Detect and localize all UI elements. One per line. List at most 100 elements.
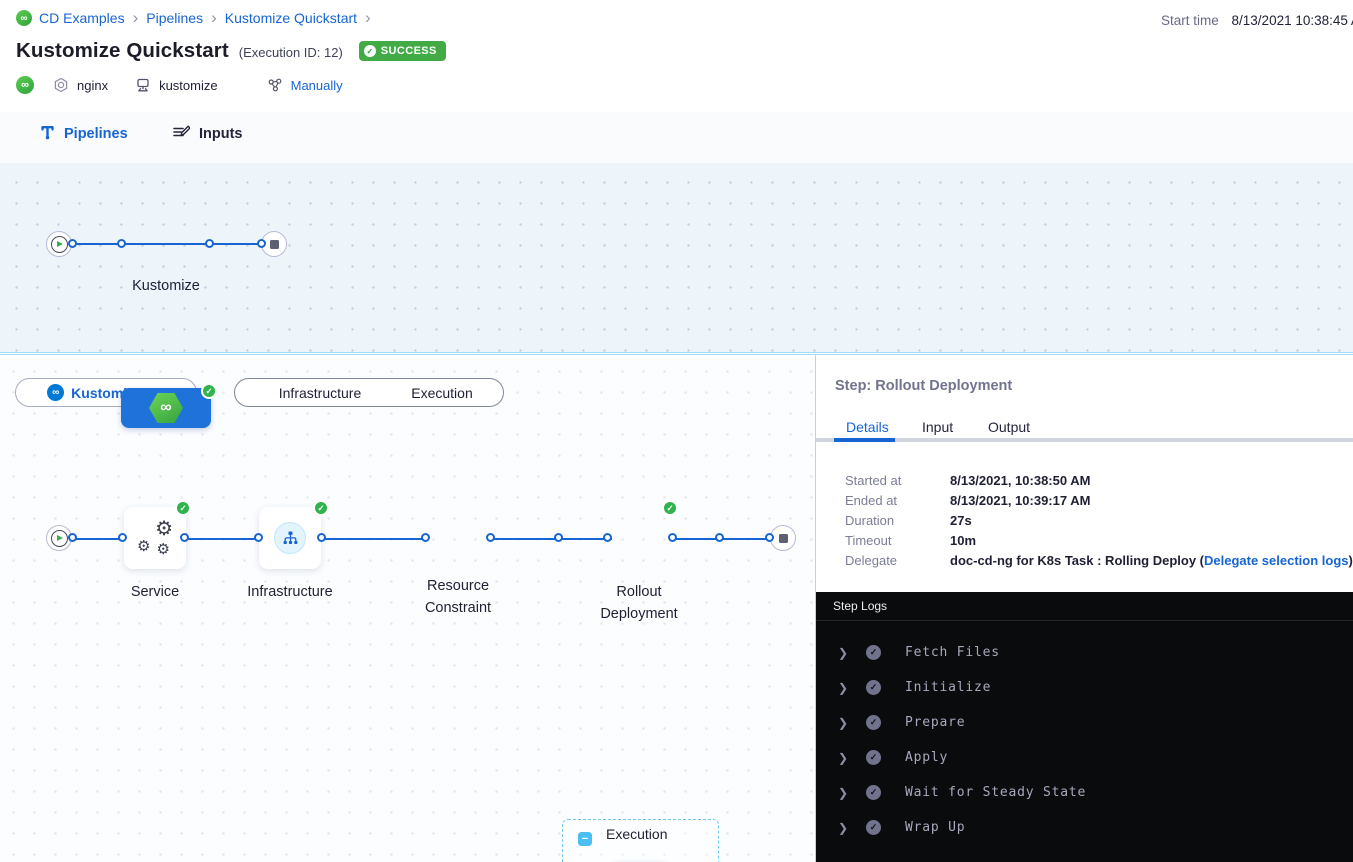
connector-dot <box>68 239 77 248</box>
execution-group-label: Execution <box>606 826 668 842</box>
connector-dot <box>254 533 263 542</box>
tab-inputs-label: Inputs <box>199 126 243 142</box>
success-check-icon: ✓ <box>175 500 191 516</box>
delegate-selection-logs-link[interactable]: Delegate selection logs <box>1204 553 1349 568</box>
step-detail-fields: Started at 8/13/2021, 10:38:50 AM Ended … <box>816 470 1353 570</box>
tab-pipelines[interactable]: Pipelines <box>40 124 128 144</box>
service-tag: nginx <box>77 77 109 93</box>
breadcrumb-cd-examples[interactable]: CD Examples <box>39 10 125 26</box>
connector-dot <box>257 239 266 248</box>
check-circle-icon: ✓ <box>866 715 881 730</box>
log-section-apply[interactable]: ❯ ✓ Apply <box>816 740 1353 775</box>
log-section-prepare[interactable]: ❯ ✓ Prepare <box>816 705 1353 740</box>
connector-dot <box>118 533 127 542</box>
tags-row: ∞ nginx kustomize Manually <box>16 76 343 94</box>
field-value: 10m <box>950 533 977 548</box>
pipeline-end-node[interactable] <box>261 231 287 257</box>
log-section-wrap-up[interactable]: ❯ ✓ Wrap Up <box>816 810 1353 845</box>
check-circle-icon: ✓ <box>866 785 881 800</box>
tab-input[interactable]: Input <box>922 419 954 435</box>
breadcrumb: ∞ CD Examples › Pipelines › Kustomize Qu… <box>16 8 372 27</box>
stage-start-button[interactable] <box>46 525 72 551</box>
step-logs-title: Step Logs <box>833 599 888 613</box>
field-value: 27s <box>950 513 972 528</box>
connector-dot <box>715 533 724 542</box>
chevron-right-icon: ❯ <box>838 820 849 835</box>
main-tabbar: Pipelines Inputs <box>0 112 1353 275</box>
connector-dot <box>68 533 77 542</box>
step-logs-header: Step Logs <box>816 592 1353 621</box>
step-label-service: Service <box>130 584 180 600</box>
graph-edge <box>59 243 275 245</box>
stage-end-node[interactable] <box>770 525 796 551</box>
log-section-fetch-files[interactable]: ❯ ✓ Fetch Files <box>816 635 1353 670</box>
stop-icon <box>269 239 279 249</box>
stage-execution-canvas: ∞ Kustomize ▼ Infrastructure Execution −… <box>0 355 815 862</box>
inputs-icon <box>172 124 191 144</box>
pipeline-stage-graph: ∞ ✓ Kustomize <box>0 163 1353 428</box>
step-label-resource-constraint: Resource Constraint <box>424 578 492 616</box>
step-label-rollout-deployment: Rollout Deployment <box>600 584 678 622</box>
step-node-service[interactable]: ⚙ ⚙ ⚙ <box>124 507 186 569</box>
graph-edge <box>490 537 612 540</box>
step-node-infrastructure[interactable] <box>259 507 321 569</box>
connector-dot <box>317 533 326 542</box>
collapse-group-button[interactable]: − <box>578 832 592 846</box>
connector-dot <box>180 533 189 542</box>
status-badge: ✓ SUCCESS <box>358 41 446 61</box>
chevron-right-icon: ❯ <box>838 750 849 765</box>
toggle-execution[interactable]: Execution <box>411 384 473 401</box>
trigger-tag-manually[interactable]: Manually <box>290 77 343 93</box>
breadcrumb-pipelines[interactable]: Pipelines <box>146 10 204 26</box>
chevron-right-icon: ❯ <box>838 645 849 660</box>
field-duration: Duration 27s <box>816 510 1353 530</box>
field-value: doc-cd-ng for K8s Task : Rolling Deploy … <box>950 553 1353 568</box>
start-time-value: 8/13/2021 10:38:45 AM <box>1231 13 1353 28</box>
harness-cd-icon: ∞ <box>16 10 32 26</box>
start-time-label: Start time <box>1161 13 1219 28</box>
log-section-label: Fetch Files <box>905 645 1000 660</box>
stage-node-kustomize[interactable]: ∞ <box>121 388 211 428</box>
environment-icon <box>135 77 151 93</box>
harness-cd-stage-icon: ∞ <box>149 393 183 423</box>
breadcrumb-kustomize-quickstart[interactable]: Kustomize Quickstart <box>224 10 358 26</box>
tab-output[interactable]: Output <box>988 419 1031 435</box>
chevron-right-icon: ❯ <box>838 785 849 800</box>
field-label: Duration <box>845 513 895 528</box>
tab-inputs[interactable]: Inputs <box>172 124 243 144</box>
toggle-infrastructure[interactable]: Infrastructure <box>278 384 362 401</box>
check-circle-icon: ✓ <box>866 680 881 695</box>
field-delegate: Delegate doc-cd-ng for K8s Task : Rollin… <box>816 550 1353 570</box>
log-section-label: Wrap Up <box>905 820 966 835</box>
tab-pipelines-label: Pipelines <box>64 126 128 142</box>
log-section-label: Apply <box>905 750 949 765</box>
gears-icon: ⚙ ⚙ ⚙ <box>137 518 173 558</box>
log-section-initialize[interactable]: ❯ ✓ Initialize <box>816 670 1353 705</box>
field-started-at: Started at 8/13/2021, 10:38:50 AM <box>816 470 1353 490</box>
tab-details[interactable]: Details <box>846 419 889 435</box>
field-timeout: Timeout 10m <box>816 530 1353 550</box>
step-label-infrastructure: Infrastructure <box>247 584 333 600</box>
pipelines-icon <box>40 124 55 144</box>
start-time: Start time 8/13/2021 10:38:45 AM <box>1161 13 1353 28</box>
delegate-text-suffix: ) <box>1348 553 1353 568</box>
log-section-wait-for-steady-state[interactable]: ❯ ✓ Wait for Steady State <box>816 775 1353 810</box>
page-header: ∞ CD Examples › Pipelines › Kustomize Qu… <box>0 0 1353 112</box>
step-details-title: Step: Rollout Deployment <box>835 378 1013 394</box>
check-circle-icon: ✓ <box>866 820 881 835</box>
field-label: Timeout <box>845 533 892 548</box>
infrastructure-icon <box>274 522 306 554</box>
field-value: 8/13/2021, 10:39:17 AM <box>950 493 1091 508</box>
environment-tag: kustomize <box>159 77 218 93</box>
chevron-right-icon: › <box>132 8 139 27</box>
execution-step-group: − Execution <box>562 819 719 862</box>
trigger-icon <box>267 77 283 93</box>
connector-dot <box>603 533 612 542</box>
graph-edge <box>59 537 427 540</box>
step-logs-rows: ❯ ✓ Fetch Files ❯ ✓ Initialize ❯ ✓ Prepa… <box>816 621 1353 845</box>
field-label: Delegate <box>845 553 898 568</box>
step-logs-panel: Step Logs ❯ ✓ Fetch Files ❯ ✓ Initialize… <box>816 592 1353 862</box>
pipeline-start-button[interactable] <box>46 231 72 257</box>
connector-dot <box>668 533 677 542</box>
service-icon <box>53 77 69 93</box>
